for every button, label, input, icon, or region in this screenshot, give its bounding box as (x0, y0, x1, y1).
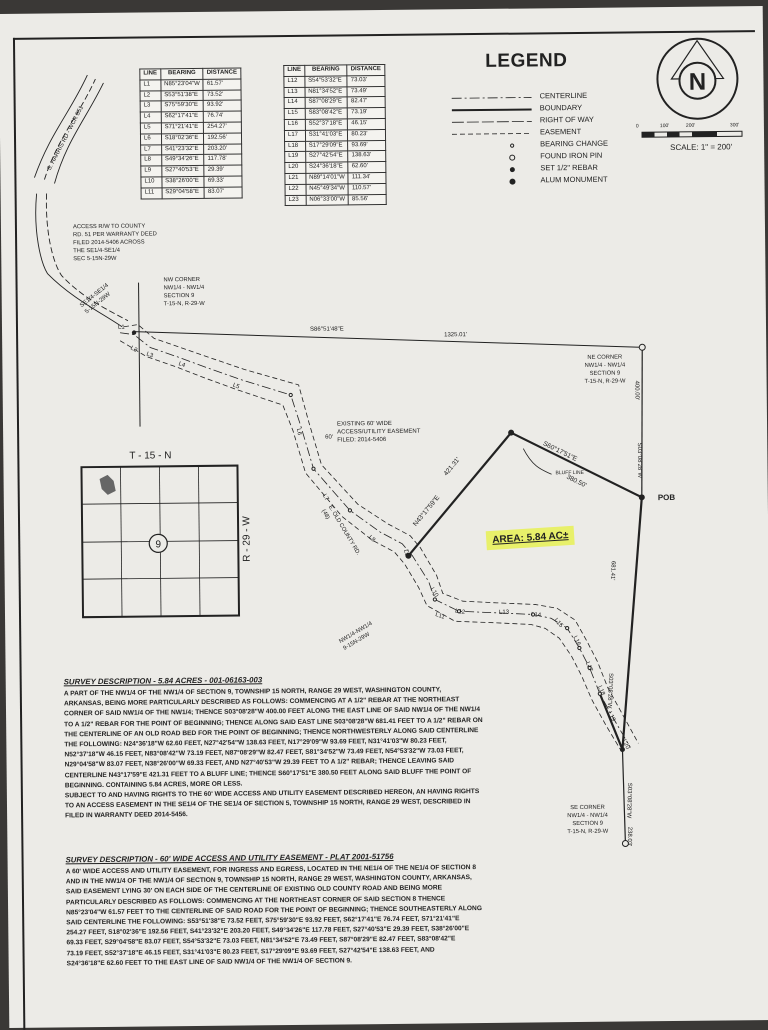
description-2-body: A 60' WIDE ACCESS AND UTILITY EASEMENT, … (66, 863, 483, 969)
inset-range-label: R - 29 - W (241, 516, 253, 562)
centerline-symbol (451, 93, 532, 103)
scale-tick-100: 100' (659, 123, 670, 130)
bluff-line-label: BLUFF LINE (555, 469, 584, 477)
inset-title: T - 15 - N (129, 450, 172, 462)
description-1-body: A PART OF THE NW1/4 OF THE NW1/4 OF SECT… (64, 685, 484, 822)
inset-section-number: 9 (155, 539, 161, 550)
scale-tick-0: 0 (635, 123, 639, 130)
line-label: L9 (402, 548, 410, 557)
north-section-line (134, 331, 643, 348)
alum-monument-icon (452, 177, 532, 188)
access-row (35, 193, 129, 328)
east-line-bottom (621, 749, 627, 844)
scale-tick-200: 200' (685, 122, 696, 129)
south-line-bearing: S03°08'28"W (625, 782, 633, 819)
line-label: L6 (294, 428, 303, 436)
scale-bar (641, 130, 743, 138)
survey-points (131, 330, 646, 848)
access-rw-label: ACCESS R/W TO COUNTY RD. 51 PER WARRANTY… (72, 223, 157, 263)
bearing-change-icon (452, 141, 532, 151)
north-arrow-icon: N (656, 37, 739, 120)
line-label: L1 (117, 324, 125, 331)
found-iron-pin-icon (452, 153, 532, 164)
west-section-line (138, 282, 141, 427)
se-corner-label: SE CORNER NW1/4 - NW1/4 SECTION 9 T-15-N… (567, 804, 609, 836)
boundary-symbol (451, 105, 532, 115)
scale-text: SCALE: 1" = 200' (670, 142, 733, 153)
ne-corner-label: NE CORNER NW1/4 - NW1/4 SECTION 9 T-15-N… (584, 354, 626, 385)
line-label: L14 (530, 612, 542, 619)
set-rebar-icon (452, 165, 532, 176)
easement-corridor (119, 324, 639, 750)
east-top-bearing: S03°08'28"W (635, 442, 643, 479)
north-letter: N (689, 69, 707, 96)
easement-width: 60' (325, 434, 334, 441)
harris-road (34, 74, 104, 184)
north-line-distance: 1325.01' (444, 332, 467, 339)
east-line-top (641, 347, 643, 498)
nw-corner-label: NW CORNER NW1/4 - NW1/4 SECTION 9 T-15-N… (163, 276, 205, 308)
scale-tick-300: 300' (729, 122, 740, 129)
township-inset: 9 (80, 464, 241, 619)
survey-map: N (34, 37, 743, 848)
bluff-leader (522, 448, 552, 475)
south-line-distance: 238.03' (625, 826, 633, 847)
right-of-way-symbol (451, 117, 532, 127)
line-label: L13 (498, 609, 510, 616)
easement-symbol (451, 129, 532, 139)
north-line-bearing: S86°51'48"E (310, 326, 344, 333)
east-top-distance: 400.00' (633, 380, 640, 401)
east-line-distance: 681.41' (608, 560, 616, 581)
pob-label: POB (657, 492, 676, 503)
easement-label: EXISTING 60' WIDE ACCESS/UTILITY EASEMEN… (336, 420, 421, 444)
